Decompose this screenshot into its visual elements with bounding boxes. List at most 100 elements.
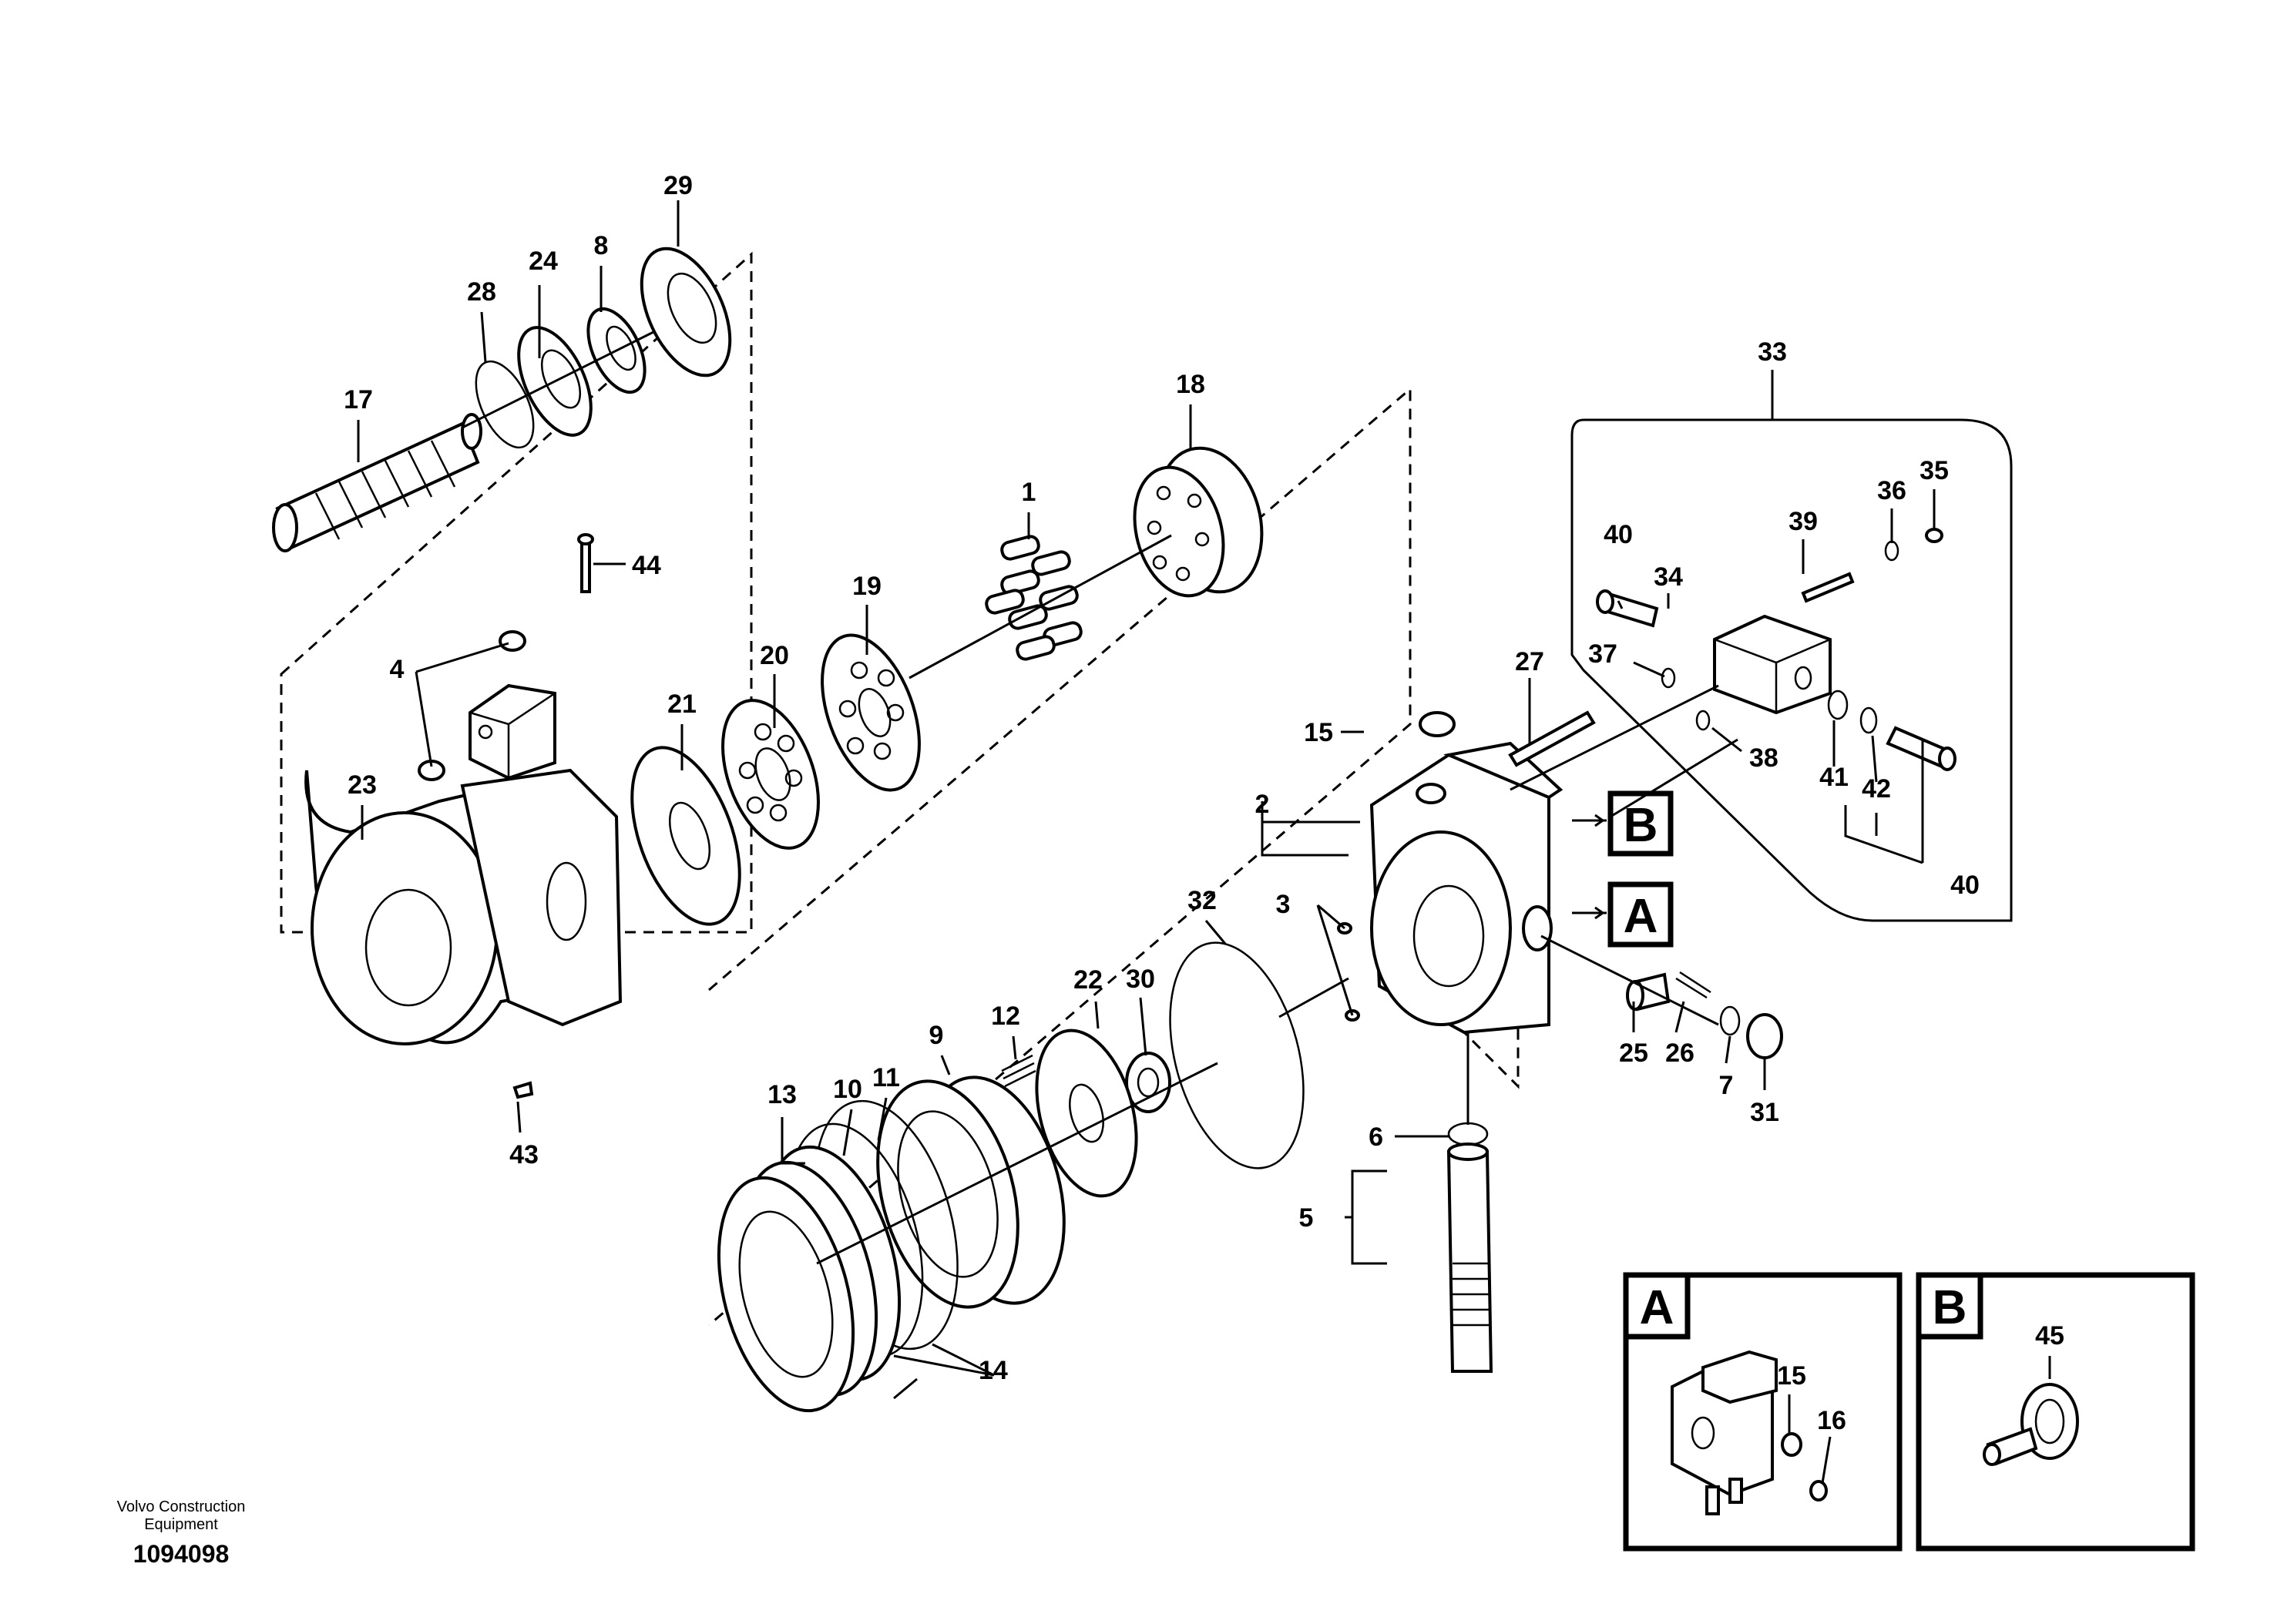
part-33-group-outline — [1570, 418, 2013, 922]
callout-43: 43 — [509, 1140, 539, 1169]
part-39-screw — [1801, 572, 1855, 603]
callout-20: 20 — [760, 641, 789, 670]
part-20-retainer — [721, 699, 820, 850]
ref-box-b: B — [1607, 790, 1674, 857]
svg-text:A: A — [1624, 890, 1658, 943]
callout-17: 17 — [344, 385, 373, 414]
part-13-14-plates — [717, 1145, 902, 1413]
callout-44: 44 — [632, 551, 661, 580]
callout-30: 30 — [1126, 965, 1155, 994]
ref-arrow-a — [1572, 906, 1607, 920]
part-12-spring — [1001, 1054, 1036, 1088]
part-42-oring — [1859, 706, 1878, 734]
part-34-block — [1713, 614, 1832, 715]
part-6-oring — [1447, 1122, 1489, 1146]
callout-5: 5 — [1299, 1203, 1314, 1233]
brand-line-1: Volvo Construction — [117, 1498, 246, 1515]
callout-40-b: 40 — [1950, 871, 1980, 900]
part-32-oring — [1169, 941, 1305, 1169]
callout-10: 10 — [833, 1075, 862, 1104]
brake-axis — [816, 977, 1349, 1265]
callout-38: 38 — [1749, 743, 1778, 773]
seals-group — [1661, 528, 1943, 734]
ref-box-a: A — [1607, 881, 1674, 948]
footer: Volvo Construction Equipment 1094098 — [117, 1498, 246, 1568]
callout-39: 39 — [1789, 507, 1818, 536]
detail-a-callout-15: 15 — [1777, 1361, 1806, 1391]
callout-24: 24 — [529, 247, 558, 276]
callout-37: 37 — [1588, 639, 1617, 669]
brand-line-2: Equipment — [144, 1516, 218, 1533]
part-40-connector — [1596, 589, 1659, 628]
part-4-valve-block — [418, 630, 556, 781]
part-41-oring — [1827, 690, 1849, 720]
rotary-group-frame — [708, 386, 1412, 1327]
part-27-bolt — [1508, 710, 1596, 767]
callout-7: 7 — [1719, 1071, 1734, 1100]
callout-4: 4 — [390, 655, 405, 684]
part-44-bolt — [577, 533, 594, 593]
part-31-plug — [1746, 1013, 1783, 1059]
callout-labels: 29 8 24 28 17 18 1 19 20 21 23 4 44 43 1… — [344, 171, 1980, 1385]
callout-26: 26 — [1665, 1038, 1694, 1068]
part-30-bearing — [1125, 1052, 1171, 1113]
rotary-axis — [909, 534, 1172, 679]
part-15-plug — [1419, 711, 1456, 737]
detail-b-part-45-eyebolt — [1983, 1383, 2079, 1466]
part-37-oring — [1661, 667, 1676, 689]
valve-axis-lines — [1510, 684, 1738, 818]
detail-view-a: A 15 16 — [1623, 1272, 1903, 1552]
callout-8: 8 — [594, 231, 609, 260]
callout-12: 12 — [991, 1002, 1020, 1031]
callout-35: 35 — [1920, 456, 1949, 485]
callout-21: 21 — [667, 690, 697, 719]
detail-a-callout-16: 16 — [1817, 1406, 1846, 1435]
callout-28: 28 — [467, 277, 496, 307]
part-1-pistons — [985, 535, 1083, 661]
callout-42: 42 — [1862, 774, 1891, 804]
callout-9: 9 — [929, 1021, 944, 1050]
part-18-cylinder-block — [1133, 446, 1264, 598]
part-19-plate — [821, 633, 921, 792]
detail-b-title: B — [1933, 1281, 1967, 1334]
callout-18: 18 — [1176, 370, 1205, 399]
callout-19: 19 — [852, 572, 882, 601]
part-21-plate — [630, 746, 741, 926]
callout-27: 27 — [1515, 647, 1544, 676]
callout-36: 36 — [1877, 476, 1906, 505]
callout-3: 3 — [1276, 890, 1291, 919]
callout-40: 40 — [1604, 520, 1633, 549]
detail-a-part-16 — [1809, 1480, 1828, 1502]
part-5-shaft — [1446, 1143, 1493, 1373]
callout-11: 11 — [872, 1063, 900, 1092]
callout-14: 14 — [979, 1356, 1008, 1385]
part-22-plate — [1035, 1028, 1138, 1198]
detail-b-callout-45: 45 — [2035, 1321, 2064, 1351]
part-23-housing — [304, 768, 623, 1045]
callout-15: 15 — [1304, 718, 1333, 747]
leader-lines — [357, 200, 1936, 1400]
callout-25: 25 — [1619, 1038, 1648, 1068]
callout-2: 2 — [1255, 790, 1270, 819]
detail-view-b: B 45 — [1916, 1272, 2195, 1552]
part-36-oring — [1884, 540, 1899, 562]
callout-23: 23 — [348, 770, 377, 800]
callout-32: 32 — [1187, 886, 1217, 915]
callout-41: 41 — [1819, 763, 1849, 792]
detail-a-title: A — [1640, 1281, 1674, 1334]
ref-arrow-b — [1572, 814, 1607, 827]
shaft-axis — [462, 330, 656, 429]
callout-31: 31 — [1750, 1098, 1779, 1127]
callout-34: 34 — [1654, 562, 1683, 592]
part-38-oring — [1695, 710, 1711, 731]
svg-text:B: B — [1624, 799, 1658, 852]
part-17-shaft — [272, 413, 482, 552]
part-9-piston — [876, 1075, 1066, 1309]
part-40-connector-2 — [1886, 726, 1956, 771]
callout-13: 13 — [767, 1080, 797, 1109]
detail-a-part-15 — [1781, 1432, 1802, 1457]
callout-22: 22 — [1073, 965, 1103, 995]
drawing-number: 1094098 — [133, 1540, 230, 1568]
